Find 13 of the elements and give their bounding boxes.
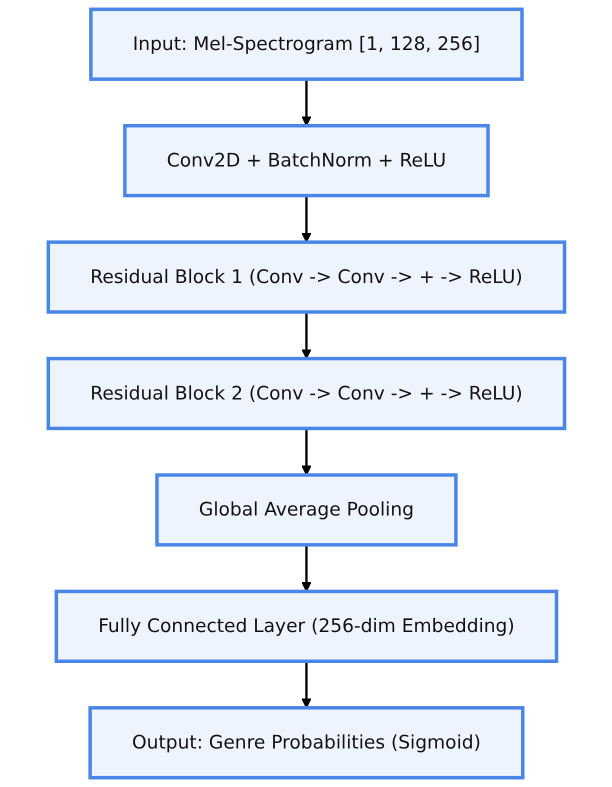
- node-box: Global Average Pooling: [154, 473, 458, 547]
- arrow: [300, 196, 312, 243]
- arrow: [300, 661, 312, 708]
- node-box: Input: Mel-Spectrogram [1, 128, 256]: [88, 8, 524, 81]
- node-box: Fully Connected Layer (256-dim Embedding): [54, 590, 558, 664]
- arrow: [300, 428, 312, 476]
- arrow: [300, 544, 312, 592]
- node-box: Output: Genre Probabilities (Sigmoid): [88, 706, 524, 780]
- node-box: Residual Block 1 (Conv -> Conv -> + -> ReLU): [46, 240, 566, 314]
- node-box: Residual Block 2 (Conv -> Conv -> + -> ReLU): [46, 356, 566, 430]
- arrow: [300, 79, 312, 126]
- arrow: [300, 312, 312, 360]
- node-box: Conv2D + BatchNorm + ReLU: [122, 124, 490, 198]
